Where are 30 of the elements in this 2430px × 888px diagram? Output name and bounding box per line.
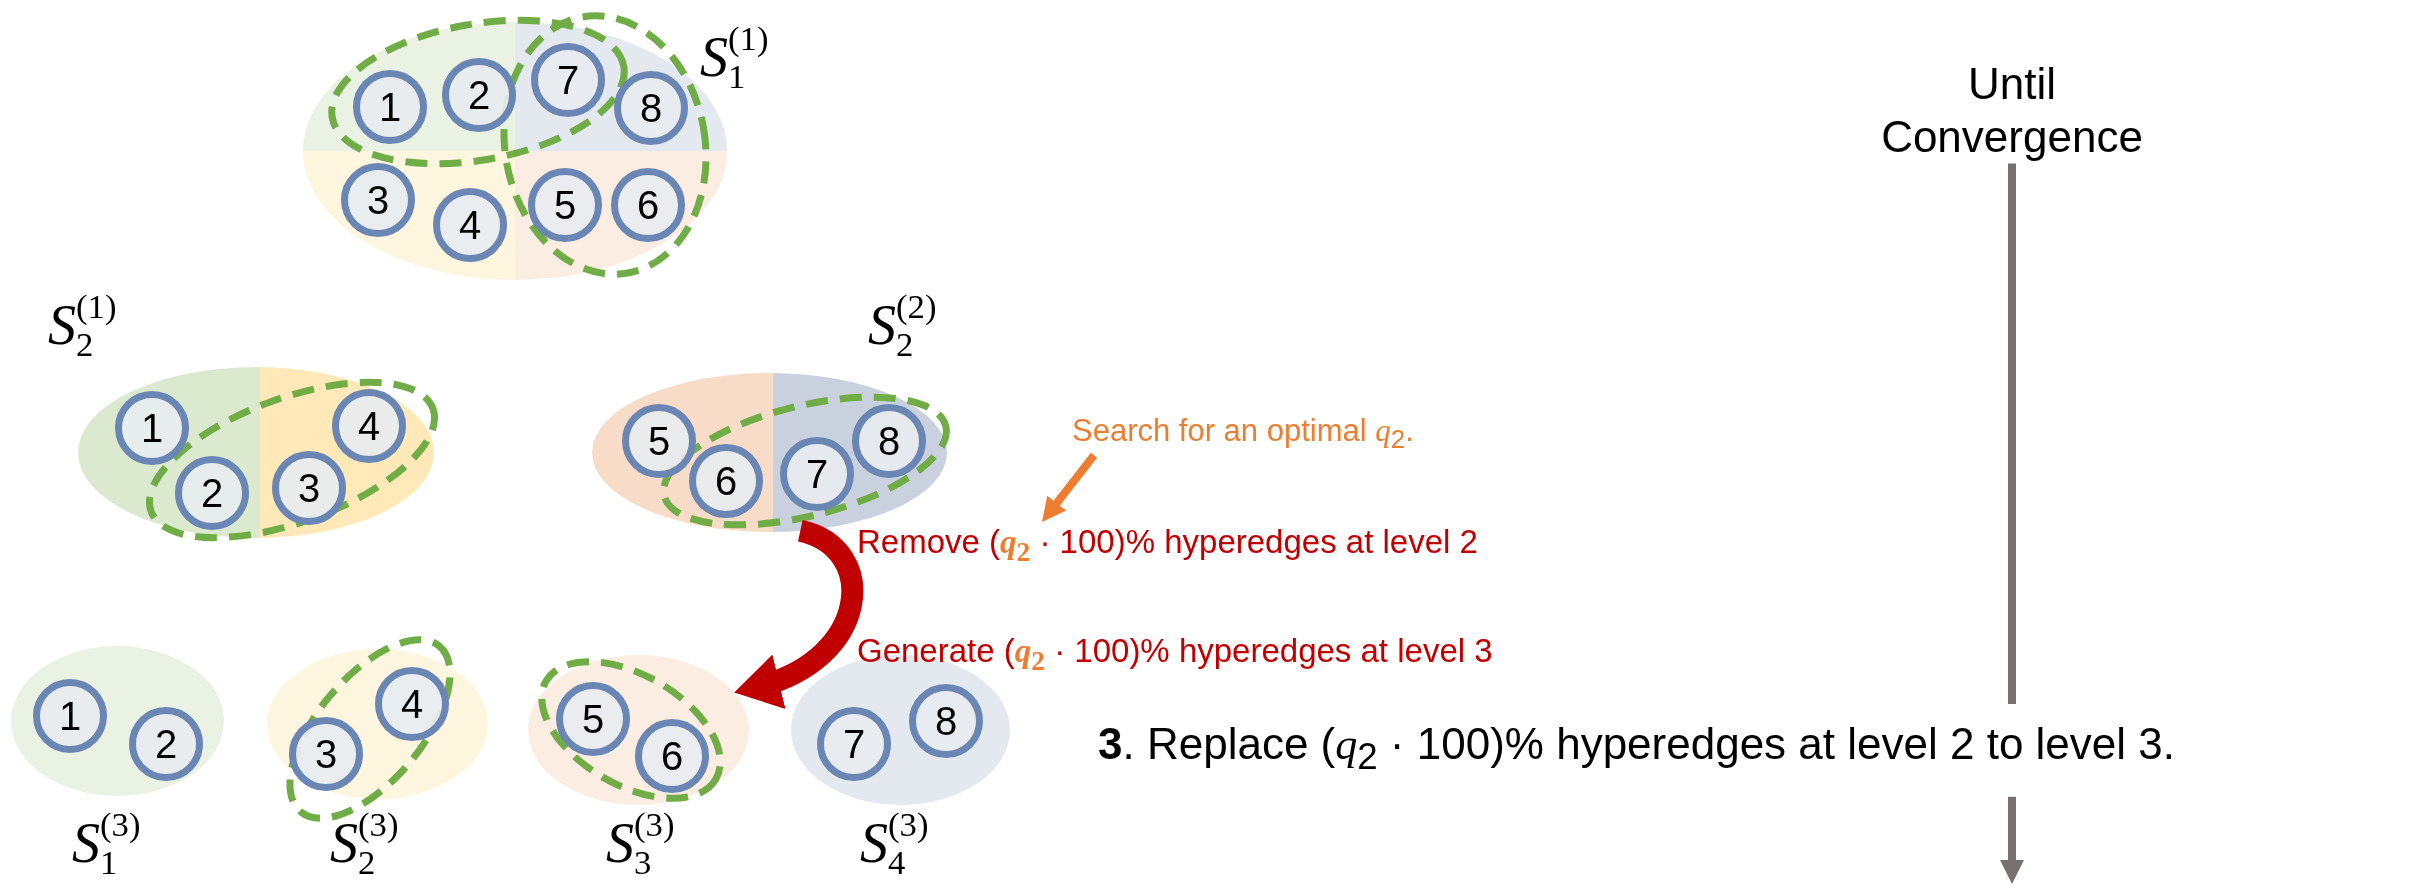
vertex-circle: 6 (611, 168, 685, 242)
annotation-text: Search for an optimal q$_{2}$. (1072, 412, 1414, 456)
vertex-circle: 6 (689, 444, 763, 518)
vertex-circle: 8 (852, 404, 926, 478)
vertex-circle: 4 (332, 389, 406, 463)
vertex-circle: 4 (433, 188, 507, 262)
vertex-circle: 3 (341, 163, 415, 237)
vertex-circle: 2 (175, 456, 249, 530)
vertex-circle: 7 (531, 43, 605, 117)
vertex-circle: 1 (115, 391, 189, 465)
loop-condition-text: Until Convergence (1880, 58, 2144, 164)
vertex-circle: 3 (289, 717, 363, 791)
vertex-circle: 5 (556, 682, 630, 756)
vertex-circle: 3 (272, 451, 346, 525)
vertex-circle: 8 (909, 684, 983, 758)
vertex-circle: 5 (528, 168, 602, 242)
vertex-circle: 7 (780, 437, 854, 511)
vertex-circle: 1 (353, 70, 427, 144)
step-annotation: Generate (q$_{2}$ · 100)% hyperedges at level 3 (857, 632, 1493, 677)
vertex-circle: 6 (635, 719, 709, 793)
vertex-circle: 7 (817, 707, 891, 781)
vertex-circle: 2 (129, 707, 203, 781)
vertex-circle: 5 (622, 404, 696, 478)
step-description: 3. Replace (q$_{2}$ · 100)% hyperedges at level 2 to level 3. (1098, 704, 2175, 797)
vertex-circle: 1 (33, 679, 107, 753)
vertex-circle: 4 (375, 667, 449, 741)
vertex-circle: 8 (614, 71, 688, 145)
arrow (1042, 452, 1098, 522)
step-annotation: Remove (q$_{2}$ · 100)% hyperedges at level 2 (857, 522, 1478, 568)
vertex-circle: 2 (442, 58, 516, 132)
